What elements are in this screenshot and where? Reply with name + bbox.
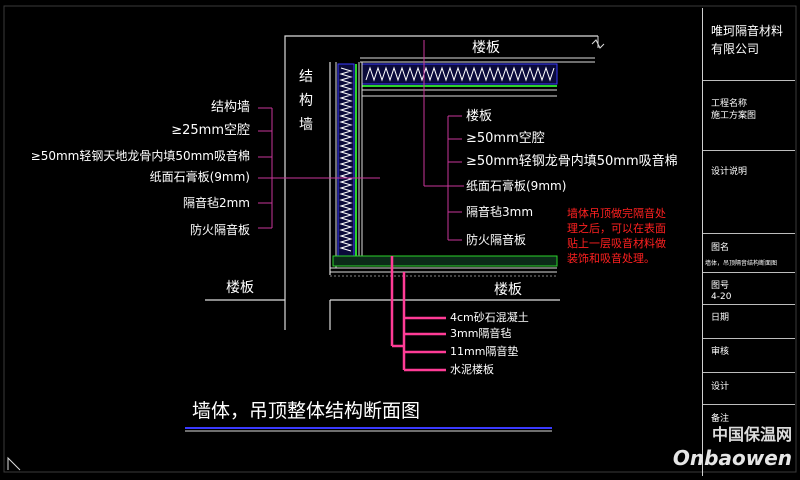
design-notes-label: 设计说明 bbox=[711, 167, 748, 177]
review-label: 审核 bbox=[711, 347, 730, 357]
right-layer-2: ≥50mm空腔 bbox=[466, 131, 545, 146]
left-layer-4: 纸面石膏板(9mm) bbox=[149, 170, 250, 184]
floor-layer-4: 水泥楼板 bbox=[450, 363, 494, 376]
floor-layer-mat bbox=[332, 255, 558, 267]
label-floor-left: 楼板 bbox=[226, 280, 254, 296]
floor-layer-3: 11mm隔音垫 bbox=[450, 345, 519, 358]
wall-wave bbox=[339, 67, 353, 252]
note-line-4: 装饰和吸音处理。 bbox=[567, 252, 655, 265]
label-wall-1: 结 bbox=[299, 69, 313, 85]
floor-layer-1: 4cm砂石混凝土 bbox=[450, 311, 529, 324]
right-layer-3: ≥50mm轻钢龙骨内填50mm吸音棉 bbox=[466, 154, 678, 169]
right-layer-4: 纸面石膏板(9mm) bbox=[466, 179, 567, 193]
drawing-title: 墙体，吊顶整体结构断面图 bbox=[192, 400, 421, 422]
watermark-logo: 中国保温网 Onbaowen bbox=[673, 421, 792, 470]
row-project bbox=[703, 80, 795, 81]
title-block: 唯珂隔音材料 有限公司 工程名称 施工方案图 设计说明 图名 墙体，吊顶隔音结构… bbox=[702, 8, 795, 476]
row-drawing-name bbox=[703, 233, 795, 234]
design-label: 设计 bbox=[711, 382, 730, 392]
note-line-3: 贴上一层吸音材料做 bbox=[567, 237, 666, 250]
outline-top-left bbox=[284, 35, 598, 290]
row-design bbox=[703, 372, 795, 373]
project-value: 施工方案图 bbox=[711, 111, 757, 121]
note-line-1: 墙体吊顶做完隔音处 bbox=[567, 207, 666, 220]
right-layer-1: 楼板 bbox=[466, 109, 493, 124]
company-name-1: 唯珂隔音材料 bbox=[711, 24, 784, 38]
right-layer-5: 隔音毡3mm bbox=[466, 205, 534, 219]
floor-layer-2: 3mm隔音毡 bbox=[450, 327, 512, 340]
left-layer-3: ≥50mm轻钢天地龙骨内填50mm吸音棉 bbox=[30, 149, 250, 163]
project-label: 工程名称 bbox=[711, 99, 748, 109]
left-layer-2: ≥25mm空腔 bbox=[171, 123, 250, 138]
label-wall-3: 墙 bbox=[299, 117, 313, 133]
watermark-cn: 中国保温网 bbox=[711, 425, 792, 444]
watermark-en: Onbaowen bbox=[672, 446, 792, 470]
row-design-notes bbox=[703, 150, 795, 151]
label-wall-2: 构 bbox=[299, 93, 313, 109]
row-date bbox=[703, 304, 795, 305]
row-notes bbox=[703, 404, 795, 405]
drawing-name-label: 图名 bbox=[711, 243, 730, 253]
label-floor-right: 楼板 bbox=[494, 282, 522, 298]
left-layer-5: 隔音毡2mm bbox=[182, 196, 250, 210]
left-layer-1: 结构墙 bbox=[210, 100, 250, 115]
left-layer-6: 防火隔音板 bbox=[189, 223, 250, 237]
break-symbol bbox=[591, 39, 605, 49]
notes-label: 备注 bbox=[711, 414, 730, 424]
drawing-no-label: 图号 bbox=[711, 281, 730, 291]
label-floor-top: 楼板 bbox=[472, 40, 500, 56]
ceiling-wave bbox=[365, 66, 555, 82]
right-layer-6: 防火隔音板 bbox=[466, 233, 527, 247]
drawing-name-value: 墙体，吊顶隔音结构断面图 bbox=[705, 260, 778, 267]
note-line-2: 理之后，可以在表面 bbox=[567, 222, 666, 235]
row-review bbox=[703, 338, 795, 339]
date-label: 日期 bbox=[711, 313, 730, 323]
ucs-icon bbox=[7, 456, 21, 471]
drawing-no-value: 4-20 bbox=[711, 292, 732, 302]
row-drawing-no bbox=[703, 272, 795, 273]
sheet-border bbox=[3, 5, 797, 473]
company-name-2: 有限公司 bbox=[711, 42, 760, 56]
